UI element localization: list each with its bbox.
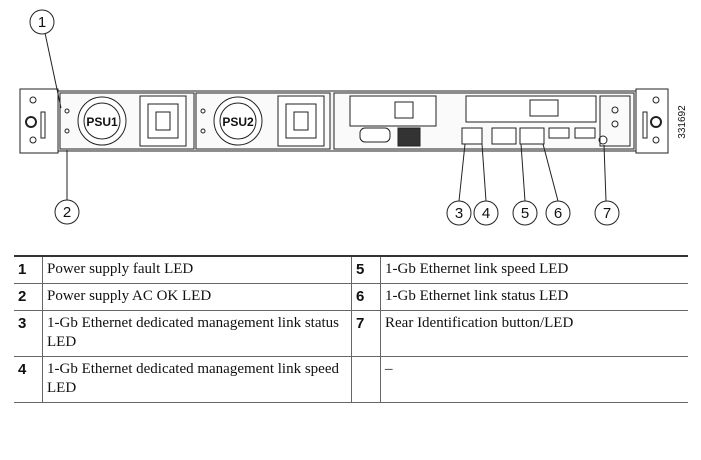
callout-legend-table: 1 Power supply fault LED 5 1-Gb Ethernet… — [14, 255, 688, 403]
table-row: 2 Power supply AC OK LED 6 1-Gb Ethernet… — [14, 283, 688, 311]
psu2-label: PSU2 — [222, 115, 254, 129]
callout-1: 1 — [29, 9, 55, 35]
svg-text:4: 4 — [482, 205, 490, 222]
io-panel — [333, 92, 635, 150]
callout-3: 3 — [446, 200, 472, 226]
callout-2: 2 — [54, 199, 80, 225]
table-row: 3 1-Gb Ethernet dedicated management lin… — [14, 310, 688, 357]
item-description: 1-Gb Ethernet link status LED — [380, 283, 688, 311]
svg-text:2: 2 — [63, 204, 71, 221]
psu1-label: PSU1 — [86, 115, 118, 129]
item-description: 1-Gb Ethernet link speed LED — [380, 256, 688, 284]
callout-4: 4 — [473, 200, 499, 226]
server-rear-panel-diagram: PSU1 PSU2 — [19, 9, 688, 226]
item-description: Power supply fault LED — [42, 256, 352, 284]
table-row: 4 1-Gb Ethernet dedicated management lin… — [14, 356, 688, 403]
callout-6: 6 — [545, 200, 571, 226]
svg-text:3: 3 — [455, 205, 463, 222]
svg-text:6: 6 — [554, 205, 562, 222]
psu2: PSU2 — [195, 92, 331, 150]
item-description: 1-Gb Ethernet dedicated management link … — [42, 310, 352, 357]
item-number: 5 — [351, 256, 381, 284]
item-number: 1 — [14, 256, 43, 284]
svg-text:5: 5 — [521, 205, 529, 222]
callouts: 1 2 3 4 5 6 7 — [29, 9, 620, 226]
item-number: 6 — [351, 283, 381, 311]
table-row: 1 Power supply fault LED 5 1-Gb Ethernet… — [14, 256, 688, 284]
svg-text:1: 1 — [38, 14, 46, 31]
item-number: 7 — [351, 310, 381, 357]
item-description: Rear Identification button/LED — [380, 310, 688, 357]
item-description: – — [380, 356, 688, 403]
psu1: PSU1 — [59, 92, 195, 150]
figure-id: 331692 — [677, 105, 688, 139]
item-description: Power supply AC OK LED — [42, 283, 352, 311]
item-number: 3 — [14, 310, 43, 357]
callout-7: 7 — [594, 200, 620, 226]
item-number: 2 — [14, 283, 43, 311]
svg-text:7: 7 — [603, 205, 611, 222]
callout-5: 5 — [512, 200, 538, 226]
item-number — [351, 356, 381, 403]
item-number: 4 — [14, 356, 43, 403]
item-description: 1-Gb Ethernet dedicated management link … — [42, 356, 352, 403]
